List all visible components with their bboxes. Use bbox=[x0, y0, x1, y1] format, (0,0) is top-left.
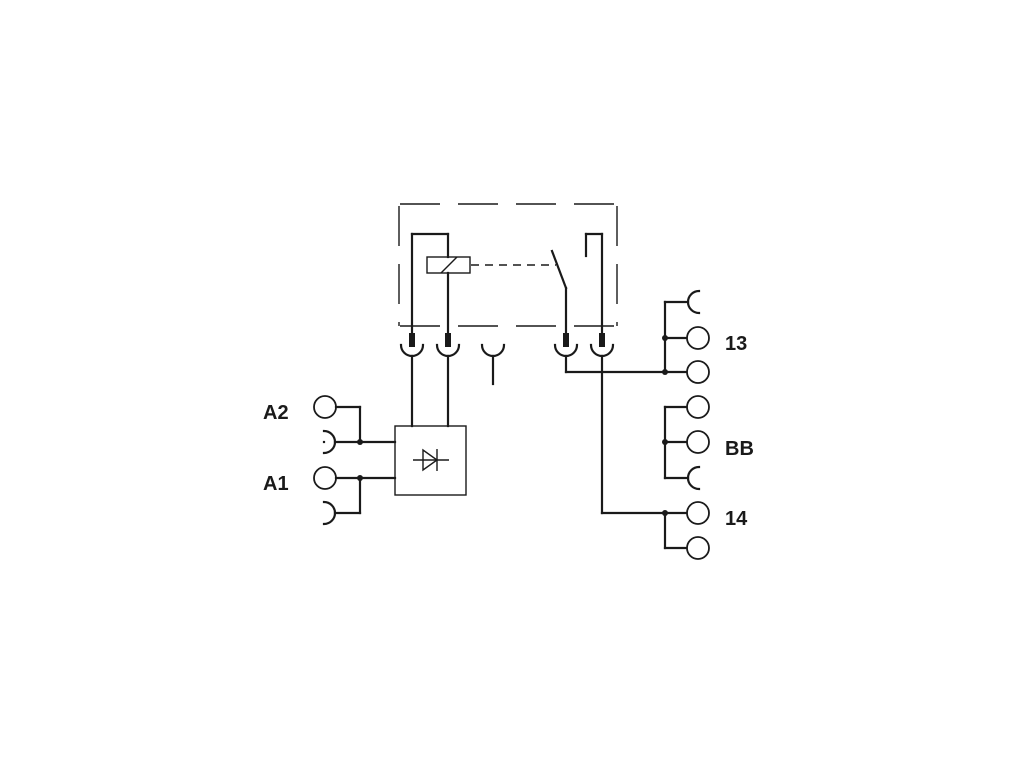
switch-contact bbox=[550, 232, 604, 338]
terminal-a2-group bbox=[313, 395, 397, 455]
socket-cups bbox=[399, 343, 615, 386]
terminal-13-bridge bbox=[686, 360, 710, 384]
terminal-13-group bbox=[662, 289, 710, 384]
terminal-14-bridge bbox=[686, 536, 710, 560]
label-14: 14 bbox=[725, 508, 748, 530]
terminal-a1-group bbox=[313, 466, 397, 526]
label-bb: BB bbox=[725, 438, 754, 460]
terminal-14 bbox=[686, 501, 710, 525]
terminal-14-group bbox=[662, 501, 710, 560]
plug-pins bbox=[409, 333, 605, 347]
terminal-bb-top bbox=[686, 395, 710, 419]
label-a1: A1 bbox=[263, 473, 289, 495]
terminal-bb bbox=[686, 430, 710, 454]
relay-coil bbox=[410, 232, 471, 338]
label-a2: A2 bbox=[263, 402, 289, 424]
rectifier-module bbox=[394, 425, 467, 496]
label-13: 13 bbox=[725, 333, 747, 355]
terminal-13 bbox=[686, 326, 710, 350]
relay-enclosure bbox=[398, 203, 618, 327]
terminal-bb-group bbox=[662, 395, 710, 491]
terminal-a1 bbox=[313, 466, 337, 490]
terminal-a2 bbox=[313, 395, 337, 419]
